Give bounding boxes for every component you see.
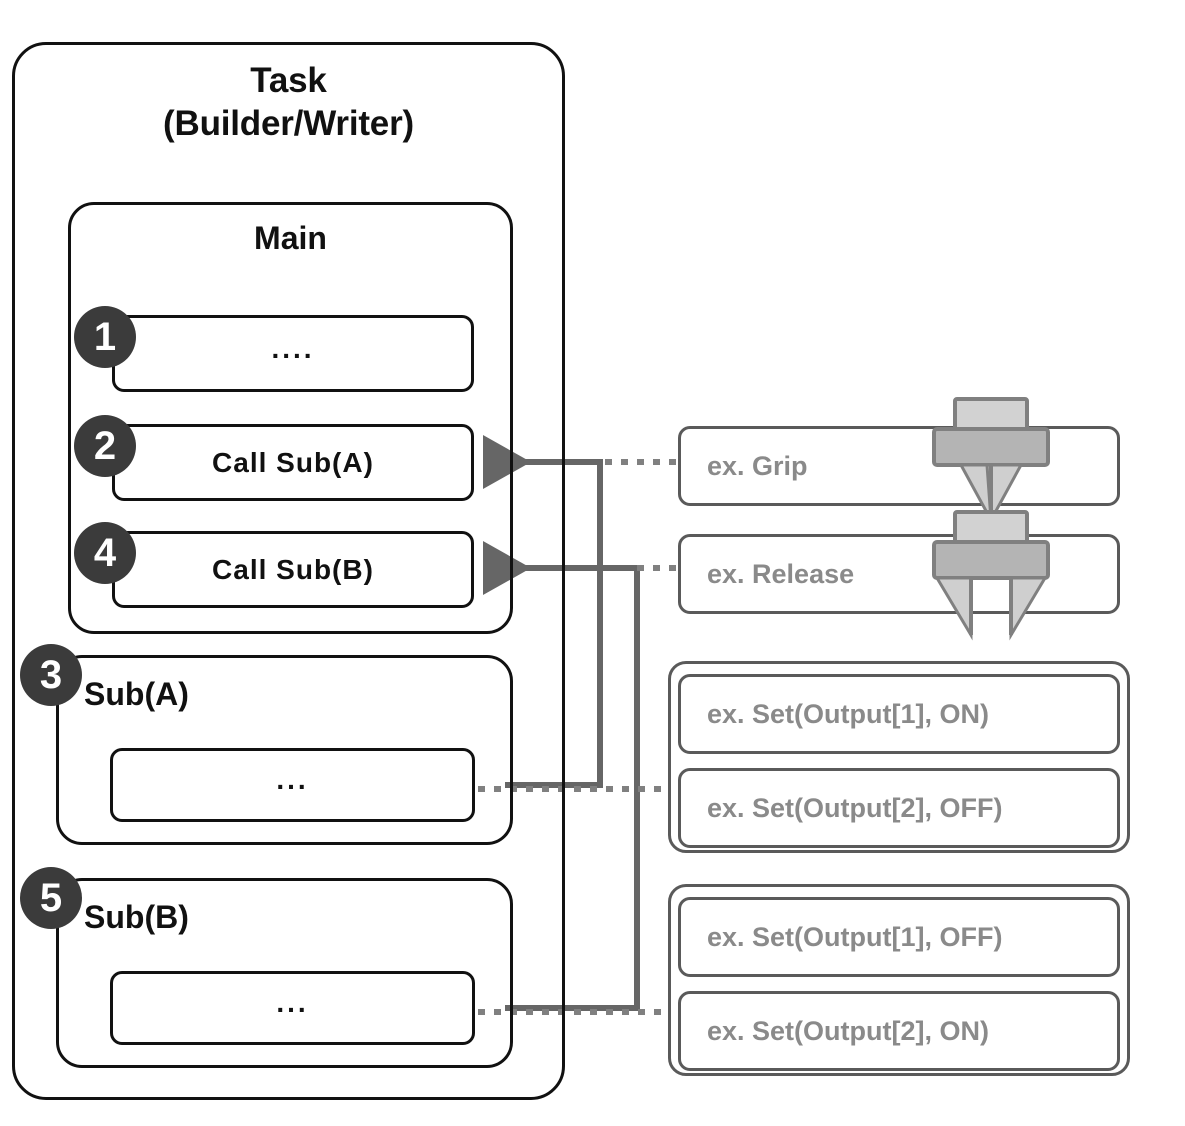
example-set-output-b-1[interactable]: ex. Set(Output[1], OFF) <box>678 897 1120 977</box>
main-step-1[interactable]: .... <box>112 315 474 392</box>
sub-b-title: Sub(B) <box>84 899 189 935</box>
example-set-output-b-2[interactable]: ex. Set(Output[2], ON) <box>678 991 1120 1071</box>
main-step-4-label: Call Sub(B) <box>212 553 374 585</box>
sub-a-body-label: ... <box>276 764 309 796</box>
example-set-output-b-1-label: ex. Set(Output[1], OFF) <box>707 921 1003 952</box>
step-badge-3: 3 <box>20 644 82 706</box>
example-set-output-a-1[interactable]: ex. Set(Output[1], ON) <box>678 674 1120 754</box>
main-container <box>68 202 513 634</box>
sub-b-body[interactable]: ... <box>110 971 475 1045</box>
sub-a-title: Sub(A) <box>84 676 189 712</box>
example-set-output-a-1-label: ex. Set(Output[1], ON) <box>707 698 989 729</box>
example-release-label: ex. Release <box>707 558 855 589</box>
sub-a-container <box>56 655 513 845</box>
example-set-output-a-2-label: ex. Set(Output[2], OFF) <box>707 792 1003 823</box>
example-set-output-a-2[interactable]: ex. Set(Output[2], OFF) <box>678 768 1120 848</box>
main-step-2-call-sub-a[interactable]: Call Sub(A) <box>112 424 474 501</box>
task-container <box>12 42 565 1100</box>
main-step-1-label: .... <box>271 332 315 364</box>
example-grip-box[interactable]: ex. Grip <box>678 426 1120 506</box>
example-grip-label: ex. Grip <box>707 450 808 481</box>
example-release-box[interactable]: ex. Release <box>678 534 1120 614</box>
sub-a-body[interactable]: ... <box>110 748 475 822</box>
sub-b-container <box>56 878 513 1068</box>
task-title-line2: (Builder/Writer) <box>163 103 414 143</box>
task-title: Task (Builder/Writer) <box>12 60 565 145</box>
main-title: Main <box>254 220 327 256</box>
main-step-4-call-sub-b[interactable]: Call Sub(B) <box>112 531 474 608</box>
step-badge-4: 4 <box>74 522 136 584</box>
step-badge-2: 2 <box>74 415 136 477</box>
sub-b-body-label: ... <box>276 987 309 1019</box>
example-set-output-b-2-label: ex. Set(Output[2], ON) <box>707 1015 989 1046</box>
step-badge-5: 5 <box>20 867 82 929</box>
main-step-2-label: Call Sub(A) <box>212 446 374 478</box>
step-badge-1: 1 <box>74 306 136 368</box>
task-title-line1: Task <box>250 61 327 100</box>
